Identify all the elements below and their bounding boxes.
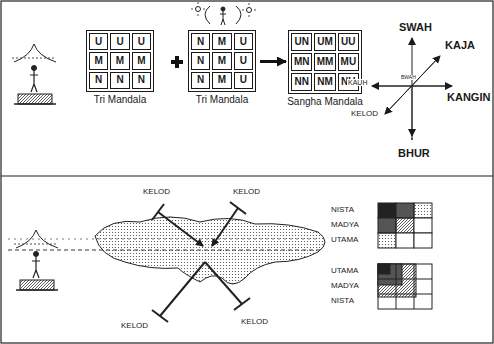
mandala-cell: NM	[314, 73, 335, 91]
mandala-cell: MN	[291, 53, 312, 71]
direction-label: NISTA	[330, 206, 355, 214]
mandala-cell: U	[234, 33, 253, 50]
cell-letter: M	[218, 75, 226, 85]
mandala-cell: MU	[338, 53, 359, 71]
mandala-cell: N	[110, 72, 129, 89]
grid-caption: Tri Mandala	[94, 94, 146, 105]
direction-label: SWAH	[398, 22, 433, 33]
kelod-arrow	[152, 202, 250, 322]
cell-letter: NN	[294, 77, 308, 87]
mandala-cell: M	[212, 52, 231, 69]
cell-letter: M	[116, 56, 124, 66]
direction-label: MADYA	[330, 221, 360, 229]
cell-letter: MU	[341, 57, 357, 67]
zoning-grid	[378, 264, 432, 309]
mandala-cell: N	[132, 72, 151, 89]
direction-label: KELOD	[142, 188, 171, 196]
mandala-cell: M	[132, 52, 151, 69]
direction-label: UTAMA	[330, 236, 359, 244]
direction-label: NISTA	[330, 297, 355, 305]
cell-letter: U	[240, 37, 247, 47]
mandala-cell: N	[89, 72, 108, 89]
cell-letter: U	[240, 56, 247, 66]
cell-letter: N	[116, 75, 123, 85]
mandala-cell: U	[234, 52, 253, 69]
cell-letter: MM	[317, 57, 334, 67]
cell-letter: NM	[317, 77, 333, 87]
sun-moon-figure	[191, 2, 256, 25]
divider	[1, 175, 493, 176]
mandala-cell: NN	[291, 73, 312, 91]
island-map	[8, 217, 325, 284]
mandala-grid: Tri MandalaUUUMMMNNN	[86, 30, 154, 92]
cell-letter: UU	[341, 37, 355, 47]
mandala-cell: UN	[291, 33, 312, 51]
cell-letter: M	[218, 37, 226, 47]
cell-letter: N	[138, 75, 145, 85]
direction-label: UTAMA	[330, 267, 359, 275]
plus-sign	[171, 56, 183, 68]
cell-letter: M	[94, 56, 102, 66]
cell-letter: U	[138, 37, 145, 47]
mandala-cell: M	[212, 72, 231, 89]
direction-label: KELOD	[350, 110, 379, 118]
mandala-cell: N	[191, 72, 210, 89]
mandala-grid: Tri MandalaNMUNMUNMU	[188, 30, 256, 92]
cell-letter: M	[137, 56, 145, 66]
grid-caption: Tri Mandala	[196, 94, 248, 105]
mandala-cell: M	[110, 52, 129, 69]
direction-label: BHUR	[397, 148, 431, 159]
mandala-cell: U	[89, 33, 108, 50]
mandala-cell: UU	[338, 33, 359, 51]
cell-letter: N	[95, 75, 102, 85]
mountain-icon	[12, 44, 56, 104]
mandala-cell: U	[132, 33, 151, 50]
direction-label: KELOD	[240, 318, 269, 326]
cell-letter: UN	[294, 37, 308, 47]
direction-label: KAUH	[347, 79, 368, 86]
mandala-cell: U	[234, 72, 253, 89]
mandala-cell: U	[110, 33, 129, 50]
cell-letter: U	[116, 37, 123, 47]
cell-letter: U	[240, 75, 247, 85]
cell-letter: M	[218, 56, 226, 66]
direction-label: KELOD	[120, 322, 149, 330]
mandala-cell: M	[212, 33, 231, 50]
cell-letter: N	[197, 75, 204, 85]
direction-label: BWAH	[400, 75, 417, 80]
flow-arrow	[260, 60, 286, 63]
mandala-cell: MM	[314, 53, 335, 71]
mandala-cell: N	[191, 52, 210, 69]
cell-letter: N	[197, 37, 204, 47]
cell-letter: UM	[317, 37, 333, 47]
mandala-cell: UM	[314, 33, 335, 51]
direction-label: MADYA	[330, 282, 360, 290]
mandala-cell: N	[191, 33, 210, 50]
cell-letter: U	[95, 37, 102, 47]
grid-caption: Sangha Mandala	[287, 96, 363, 107]
direction-label: KAJA	[444, 40, 476, 51]
direction-label: KANGIN	[446, 92, 491, 103]
compass	[372, 38, 452, 140]
cell-letter: MN	[294, 57, 310, 67]
direction-label: KELOD	[232, 188, 261, 196]
cell-letter: N	[197, 56, 204, 66]
mandala-cell: M	[89, 52, 108, 69]
zoning-grid	[378, 203, 432, 248]
